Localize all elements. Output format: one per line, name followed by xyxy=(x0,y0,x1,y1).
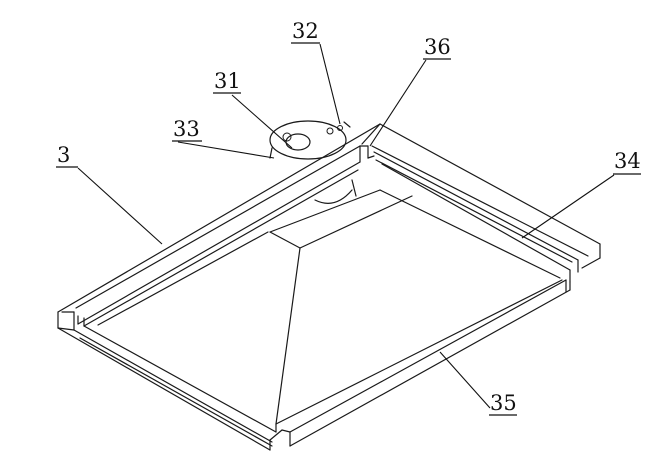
label-part-33: 33 xyxy=(173,117,200,141)
left-rail xyxy=(57,123,381,331)
bottom-right-rail xyxy=(275,279,571,447)
label-part-32: 32 xyxy=(292,19,319,43)
part-labels: 3 31 32 33 36 34 35 xyxy=(56,19,641,416)
right-rail xyxy=(359,123,601,283)
label-part-3: 3 xyxy=(57,143,70,167)
front-rail xyxy=(57,315,291,451)
label-part-34: 34 xyxy=(614,149,641,173)
hood-body xyxy=(97,189,561,425)
exhaust-outlet xyxy=(269,120,357,204)
label-part-35: 35 xyxy=(490,391,517,415)
label-part-31: 31 xyxy=(214,69,241,93)
label-part-36: 36 xyxy=(424,35,451,59)
callout-leaders xyxy=(77,43,615,409)
